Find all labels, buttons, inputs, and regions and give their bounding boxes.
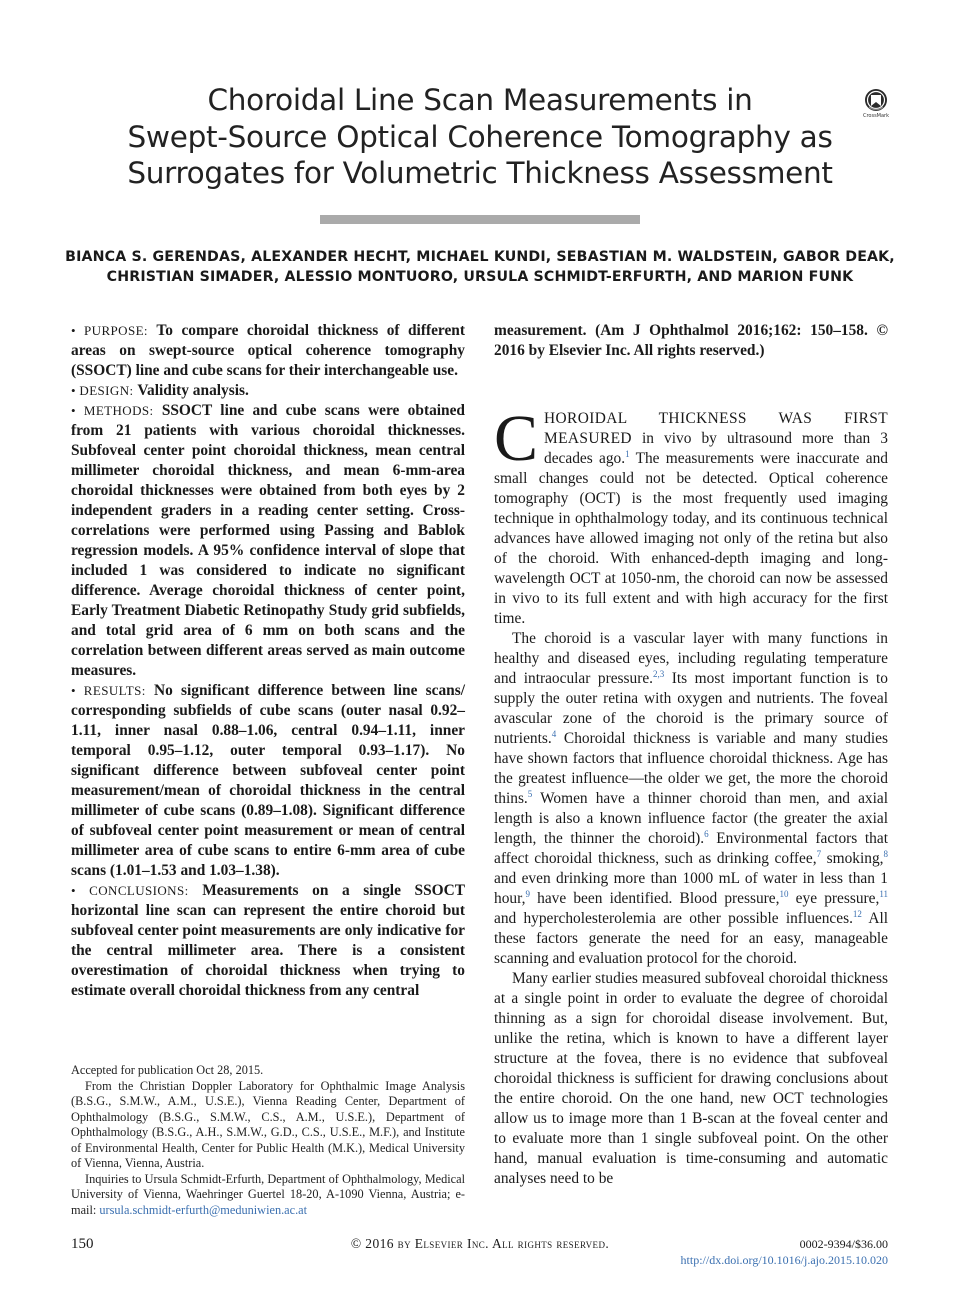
abstract-column: • PURPOSE: To compare choroidal thicknes… [71,321,465,1001]
reference-link[interactable]: 2,3 [653,669,665,679]
crossmark-label: CrossMark [862,113,890,119]
crossmark-badge[interactable]: CrossMark [856,88,896,124]
abstract-results: • RESULTS: No significant difference bet… [71,682,465,879]
author-list: BIANCA S. GERENDAS, ALEXANDER HECHT, MIC… [50,248,910,287]
body-column: measurement. (Am J Ophthalmol 2016;162: … [494,321,888,1189]
reference-link[interactable]: 1 [625,449,630,459]
title-divider [320,215,640,224]
email-link[interactable]: ursula.schmidt-erfurth@meduniwien.ac.at [99,1202,308,1217]
reference-link[interactable]: 7 [816,849,822,859]
abstract-methods: • METHODS: SSOCT line and cube scans wer… [71,402,465,679]
design-label: DESIGN: [79,383,134,398]
article-title: Choroidal Line Scan Measurements in Swep… [100,82,860,192]
abstract-design: • DESIGN: Validity analysis. [71,382,249,399]
author-line: BIANCA S. GERENDAS, ALEXANDER HECHT, MIC… [65,249,895,265]
accepted-date: Accepted for publication Oct 28, 2015. [71,1063,264,1077]
results-text: No significant difference between line s… [71,682,465,879]
methods-label: METHODS: [83,403,154,418]
title-line: Choroidal Line Scan Measurements in [207,83,753,117]
reference-link[interactable]: 6 [704,829,709,839]
inquiries-text: Inquiries to Ursula Schmidt-Erfurth, Dep… [71,1171,465,1217]
purpose-text: To compare choroidal thickness of differ… [71,322,465,379]
reference-link[interactable]: 8 [883,849,889,859]
reference-link[interactable]: 9 [525,889,530,899]
crossmark-icon [865,89,887,111]
author-line: CHRISTIAN SIMADER, ALESSIO MONTUORO, URS… [106,268,854,285]
page-number: 150 [71,1236,94,1252]
issn-price: 0002-9394/$36.00 [799,1237,888,1251]
correspondence: Inquiries to Ursula Schmidt-Erfurth, Dep… [71,1172,465,1219]
article-footnote: Accepted for publication Oct 28, 2015. F… [71,1063,465,1218]
abstract-continuation: measurement. (Am J Ophthalmol 2016;162: … [494,322,888,359]
results-label: RESULTS: [83,683,146,698]
conclusions-label: CONCLUSIONS: [89,883,189,898]
title-line: Surrogates for Volumetric Thickness Asse… [127,156,833,190]
design-text: Validity analysis. [137,382,249,399]
conclusions-text: Measurements on a single SSOCT horizonta… [71,882,465,999]
body-paragraph-2: The choroid is a vascular layer with man… [494,630,889,967]
reference-link[interactable]: 12 [852,909,862,919]
affiliations: From the Christian Doppler Laboratory fo… [71,1078,465,1171]
reference-link[interactable]: 4 [551,729,557,739]
reference-link[interactable]: 10 [779,889,789,899]
abstract-conclusions: • CONCLUSIONS: Measurements on a single … [71,882,465,999]
abstract-purpose: • PURPOSE: To compare choroidal thicknes… [71,322,465,379]
drop-cap: C [494,402,539,475]
issn-doi-block: 0002-9394/$36.00 http://dx.doi.org/10.10… [620,1236,888,1268]
doi-link[interactable]: http://dx.doi.org/10.1016/j.ajo.2015.10.… [680,1253,888,1267]
copyright-notice: © 2016 by Elsevier Inc. All rights reser… [350,1236,610,1251]
reference-link[interactable]: 11 [879,889,888,899]
reference-link[interactable]: 5 [527,789,533,799]
lead-in-caps: HOROIDAL THICKNESS WAS FIRST MEASURED [544,410,888,447]
methods-text: SSOCT line and cube scans were obtained … [71,402,465,679]
title-line: Swept-Source Optical Coherence Tomograph… [127,119,833,154]
purpose-label: PURPOSE: [84,323,148,338]
body-paragraph-3: Many earlier studies measured subfoveal … [494,970,888,1187]
